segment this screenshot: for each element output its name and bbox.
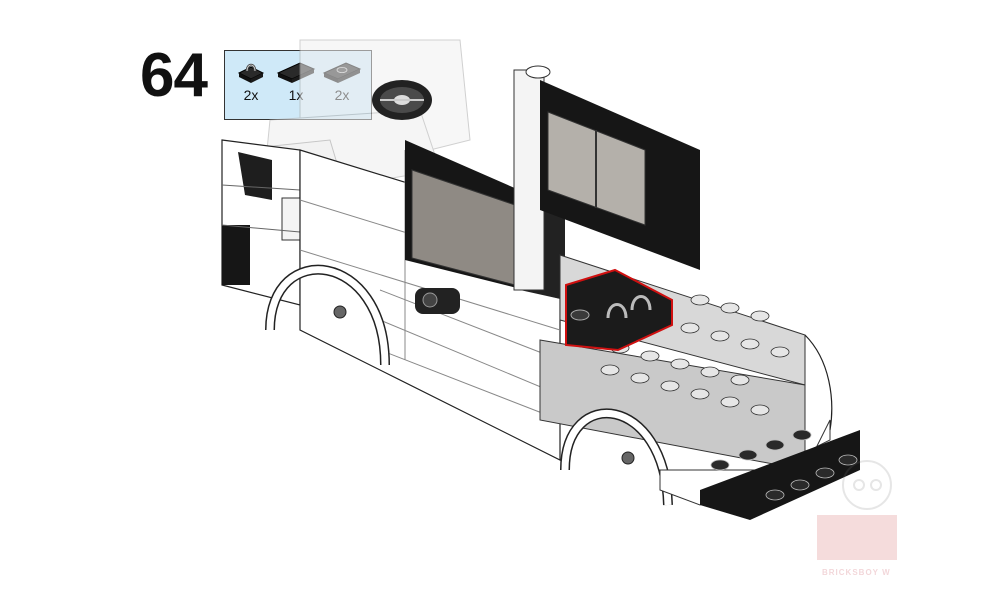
rear-window-frame (514, 66, 700, 290)
watermark: BRICKSBOY W (812, 455, 902, 585)
brickboy-logo-icon (812, 455, 902, 565)
steering-wheel (372, 80, 432, 120)
watermark-text: BRICKSBOY W (822, 568, 891, 577)
